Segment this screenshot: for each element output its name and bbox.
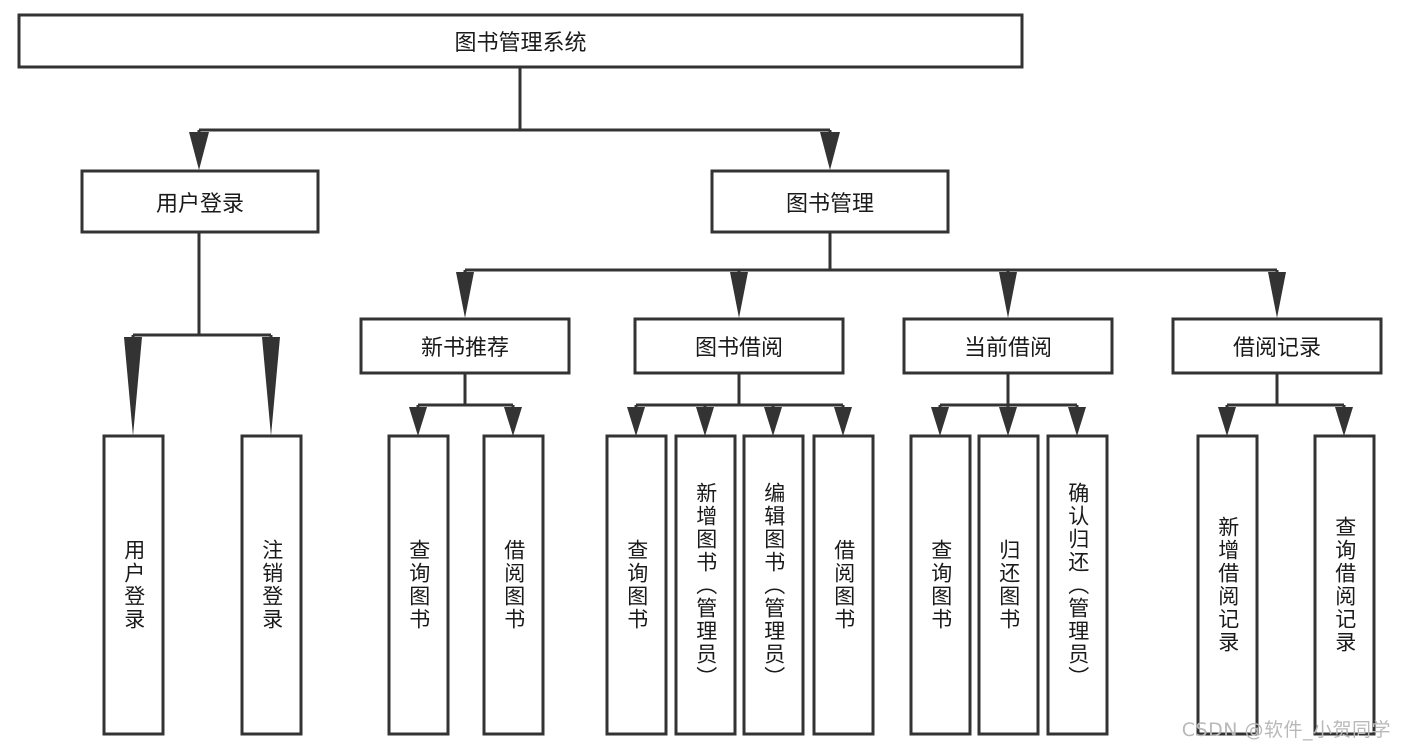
arrowhead-new-book-rec xyxy=(456,272,474,318)
arrowhead-cb-leaf-1 xyxy=(931,407,949,436)
arrowhead-book-mgmt xyxy=(820,132,840,170)
node-box-root[interactable] xyxy=(17,13,1024,69)
arrowhead-br-leaf-1 xyxy=(1218,407,1236,436)
leaf-box-return-book[interactable] xyxy=(977,434,1040,736)
arrowhead-book-borrow xyxy=(730,272,748,318)
arrowhead-bb-leaf-2 xyxy=(696,407,714,436)
arrowhead-bb-leaf-3 xyxy=(764,407,782,436)
arrowhead-user-login xyxy=(189,132,209,170)
leaf-box-edit-book-admin[interactable] xyxy=(742,434,805,736)
node-box-user-login[interactable] xyxy=(80,169,320,234)
node-box-book-management[interactable] xyxy=(710,169,950,234)
node-box-borrow-record[interactable] xyxy=(1171,317,1383,375)
leaf-box-query-book-bb[interactable] xyxy=(605,434,668,736)
arrowhead-bb-leaf-4 xyxy=(834,407,852,436)
leaf-box-add-borrow-record[interactable] xyxy=(1196,434,1259,736)
arrowhead-current-borrow xyxy=(999,272,1017,318)
arrowhead-br-leaf-2 xyxy=(1335,407,1353,436)
node-box-book-borrow[interactable] xyxy=(633,317,845,375)
leaf-box-logout[interactable] xyxy=(240,434,303,736)
arrowhead-cb-leaf-3 xyxy=(1068,407,1086,436)
leaf-box-query-borrow-record[interactable] xyxy=(1313,434,1376,736)
arrowhead-cb-leaf-2 xyxy=(999,407,1017,436)
connector-layer xyxy=(124,67,1353,436)
leaf-box-query-book-nbr[interactable] xyxy=(387,434,450,736)
node-box-layer xyxy=(17,13,1383,736)
arrowhead-nbr-leaf-1 xyxy=(409,407,427,436)
leaf-box-query-book-cb[interactable] xyxy=(909,434,972,736)
leaf-box-add-book-admin[interactable] xyxy=(674,434,737,736)
arrowhead-borrow-record xyxy=(1268,272,1286,318)
watermark-text: CSDN @软件_小贺同学 xyxy=(1181,719,1391,741)
leaf-box-user-login[interactable] xyxy=(102,434,165,736)
leaf-box-borrow-book-bb[interactable] xyxy=(812,434,875,736)
arrowhead-nbr-leaf-2 xyxy=(504,407,522,436)
arrowhead-bb-leaf-1 xyxy=(627,407,645,436)
node-box-current-borrow[interactable] xyxy=(902,317,1114,375)
node-box-new-book-recommend[interactable] xyxy=(359,317,571,375)
leaf-box-confirm-return-admin[interactable] xyxy=(1046,434,1109,736)
leaf-box-borrow-book-nbr[interactable] xyxy=(482,434,545,736)
